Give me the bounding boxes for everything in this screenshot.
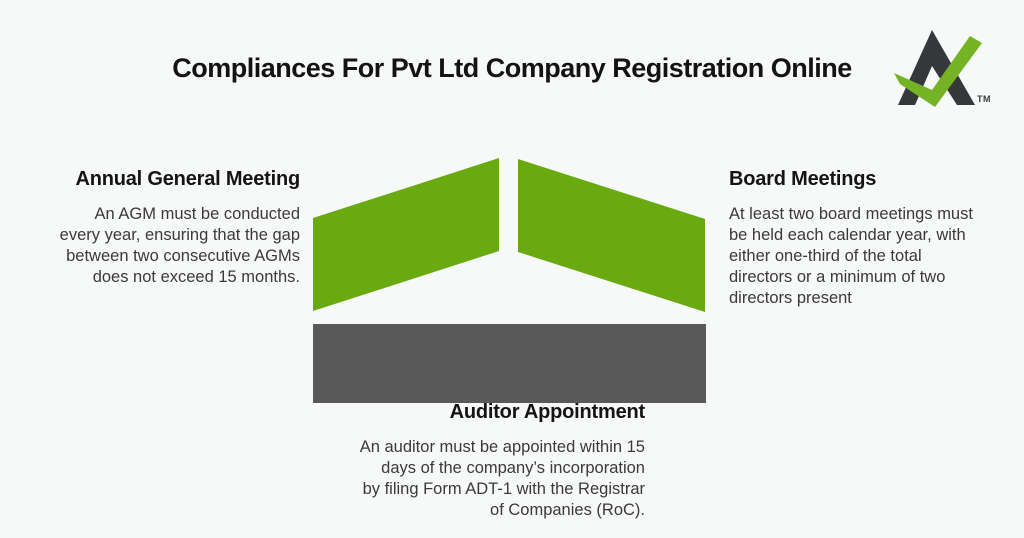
section-heading: Board Meetings (729, 168, 877, 190)
section-body: An AGM must be conducted every year, ens… (59, 205, 300, 286)
section-body: At least two board meetings must be held… (729, 205, 973, 307)
page-title: Compliances For Pvt Ltd Company Registra… (172, 53, 852, 83)
section-board-meetings: Board Meetings At least two board meetin… (729, 168, 1019, 309)
brand-logo: TM (892, 28, 994, 110)
logo-checkmark-icon (894, 36, 982, 107)
base-bar (313, 324, 706, 403)
logo-tm-text: TM (977, 94, 991, 104)
section-annual-general-meeting: Annual General Meeting An AGM must be co… (0, 168, 301, 288)
section-heading: Auditor Appointment (449, 401, 646, 423)
roof-diagram (313, 158, 706, 403)
roof-right-panel (518, 159, 705, 312)
roof-left-panel (313, 158, 499, 311)
section-body: An auditor must be appointed within 15 d… (359, 438, 645, 519)
section-auditor-appointment: Auditor Appointment An auditor must be a… (285, 401, 645, 521)
section-heading: Annual General Meeting (75, 168, 300, 190)
